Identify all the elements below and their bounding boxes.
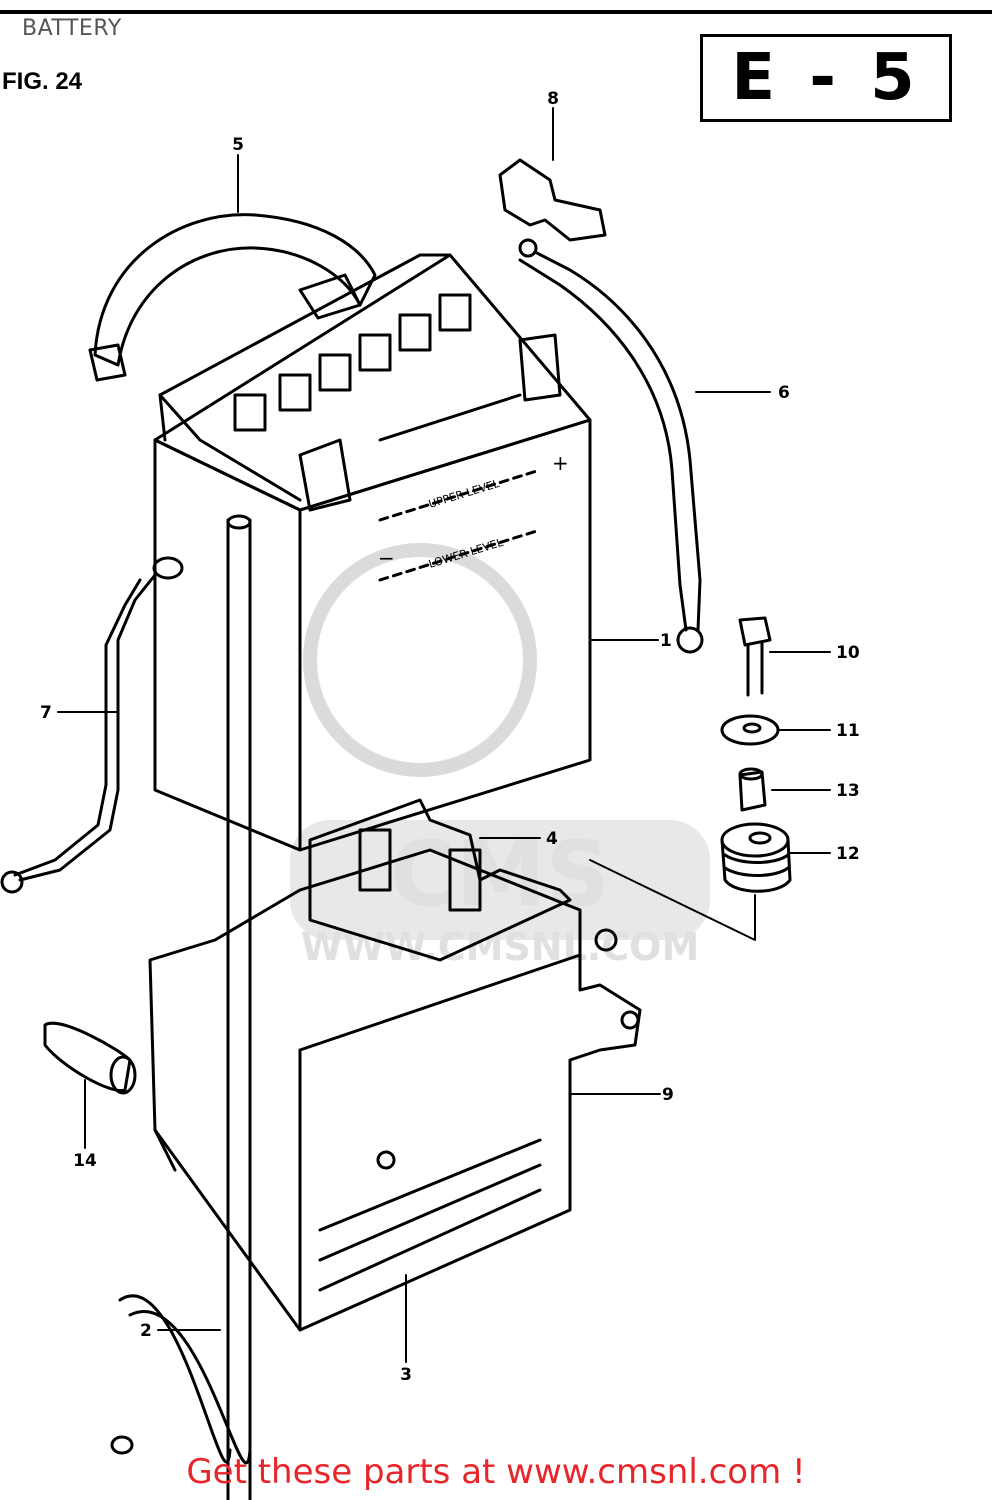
battery-minus-label: − — [378, 546, 395, 570]
battery-upper-level-label: UPPER LEVEL — [427, 477, 502, 511]
figure-label: FIG. 24 — [2, 68, 83, 95]
top-rule — [0, 10, 992, 14]
part-terminal-cap — [498, 158, 607, 242]
part-bolt — [738, 616, 772, 697]
callout-9: 9 — [662, 1085, 674, 1105]
watermark-badge — [290, 820, 710, 940]
part-washer — [720, 714, 780, 746]
cms-watermark: CMS WWW.CMSNL.COM — [290, 543, 710, 969]
section-title: BATTERY — [22, 16, 122, 41]
leader-lines — [57, 107, 831, 1363]
callout-3: 3 — [400, 1365, 412, 1385]
callout-12: 12 — [836, 844, 860, 864]
callout-14: 14 — [73, 1151, 97, 1171]
part-grommet — [720, 822, 792, 893]
part-negative-cable — [0, 556, 184, 894]
part-collar — [738, 767, 767, 812]
callout-8: 8 — [547, 89, 559, 109]
callout-6: 6 — [778, 383, 790, 403]
battery-plus-label: + — [552, 451, 569, 475]
callout-2: 2 — [140, 1321, 152, 1341]
parts-link-banner[interactable]: Get these parts at www.cmsnl.com ! — [186, 1452, 806, 1492]
diagram-code-box: E - 5 — [700, 34, 952, 122]
part-strap — [88, 213, 377, 382]
callout-7: 7 — [40, 703, 52, 723]
callout-4: 4 — [546, 829, 558, 849]
part-cushion — [43, 1021, 137, 1095]
watermark-brand: CMS — [390, 822, 610, 927]
watermark-mascot-head — [303, 543, 537, 777]
callout-11: 11 — [836, 721, 860, 741]
callout-10: 10 — [836, 643, 860, 663]
part-vent-tube — [110, 514, 252, 1500]
diagram-code: E - 5 — [731, 41, 921, 115]
callout-1: 1 — [660, 631, 672, 651]
part-tray — [308, 798, 572, 962]
part-positive-cable — [518, 238, 704, 654]
callout-13: 13 — [836, 781, 860, 801]
part-battery — [153, 253, 592, 852]
callout-5: 5 — [232, 135, 244, 155]
part-bracket — [148, 848, 642, 1332]
